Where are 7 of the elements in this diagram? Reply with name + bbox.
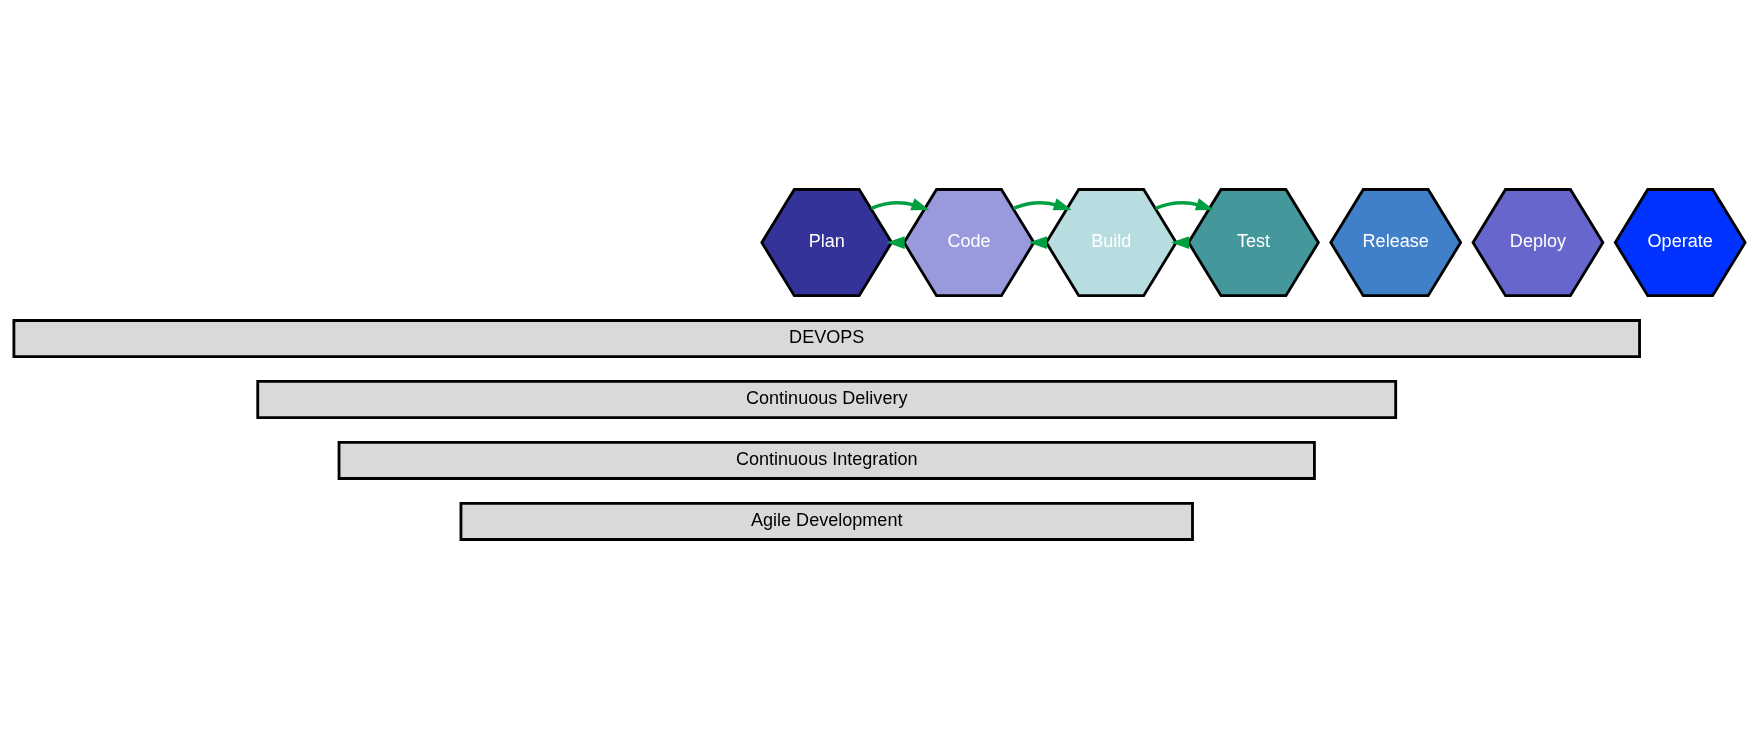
arrow (1155, 198, 1214, 211)
node-box: Agile Development (459, 501, 1194, 541)
arrow (1012, 198, 1072, 211)
arrow (870, 198, 930, 211)
node-box: DEVOPS (12, 319, 1641, 358)
node-box: Continuous Delivery (256, 380, 1398, 419)
node-box: Continuous Integration (337, 441, 1316, 480)
